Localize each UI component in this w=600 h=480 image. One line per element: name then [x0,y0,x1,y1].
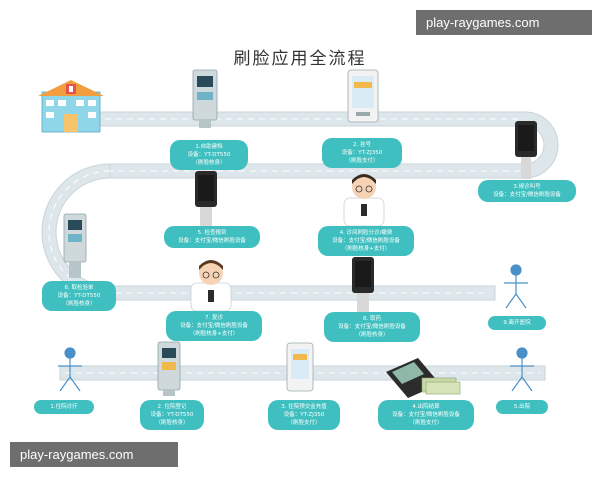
step-name: 6. 取检验单 [64,285,94,291]
step-device: 设备：支付宝/微信刷脸设备 [332,238,400,244]
inpatient-step-2-label: 2. 住院登记 设备：YT-DT550 （刷脸核身） [140,400,204,430]
watermark: play-raygames.com [416,10,592,35]
step-name: 2. 挂号 [353,142,371,148]
step-note: （刷脸核身） [62,301,96,307]
person-icon [510,347,534,392]
step-device: 设备：YT-ZJ350 [283,412,325,418]
step-note: （刷脸核身） [355,332,389,338]
step-name: 5. 检查报到 [197,230,227,236]
step-device: 设备：支付宝/微信刷脸设备 [178,238,246,244]
kiosk-icon [157,341,181,396]
kiosk-icon [63,213,87,278]
step-4-label: 4. 诊间刷脸分诊/缴费 设备：支付宝/微信刷脸设备 （刷脸核身+支付） [318,226,414,256]
step-device: 设备：支付宝/微信刷脸设备 [493,192,561,198]
step-name: 1.住院诊疗 [50,404,78,410]
step-device: 设备：YT-DT550 [57,293,101,299]
step-note: （刷脸核身+支付） [189,331,239,337]
inpatient-step-5-label: 5.出院 [496,400,548,414]
person-icon [504,264,528,309]
watermark: play-raygames.com [10,442,178,467]
face-pay-device-icon [352,257,374,313]
step-name: 3. 住院预交金充值 [281,404,327,410]
doctor-icon [190,260,232,312]
step-name: 2. 住院登记 [157,404,187,410]
step-7-label: 7. 复诊 设备：支付宝/微信刷脸设备 （刷脸核身+支付） [166,311,262,341]
face-pay-device-icon [515,121,537,179]
step-note: （刷脸支付） [409,420,443,426]
step-device: 设备：支付宝/微信刷脸设备 [180,323,248,329]
lane-marking [48,170,111,294]
step-device: 设备：YT-DT550 [150,412,194,418]
step-6-label: 6. 取检验单 设备：YT-DT550 （刷脸核身） [42,281,116,311]
step-8-label: 8. 取药 设备：支付宝/微信刷脸设备 （刷脸核身） [324,312,420,342]
step-note: （刷脸核身+支付） [341,246,391,252]
doctor-icon [343,174,385,227]
step-device: 设备：支付宝/微信刷脸设备 [392,412,460,418]
person-icon [58,347,82,392]
kiosk-icon [192,69,218,128]
step-device: 设备：YT-DT550 [187,152,231,158]
step-2-label: 2. 挂号 设备：YT-ZJ350 （刷脸支付） [322,138,402,168]
step-device: 设备：YT-ZJ350 [341,150,383,156]
step-5-label: 5. 检查报到 设备：支付宝/微信刷脸设备 [164,226,260,248]
page-title: 刷脸应用全流程 [233,49,367,69]
face-pay-device-icon [195,171,217,227]
step-3-label: 3.候诊叫号 设备：支付宝/微信刷脸设备 [478,180,576,202]
tablet-terminal-icon [347,69,379,123]
step-name: 3.候诊叫号 [513,184,541,190]
tablet-terminal-icon [286,342,314,392]
step-note: （刷脸核身） [155,420,189,426]
step-name: 8. 取药 [363,316,381,322]
step-9-label: 9.离开医院 [488,316,546,330]
calculator-icon [386,358,461,398]
step-note: （刷脸支付） [287,420,321,426]
step-name: 1.自助建档 [195,144,223,150]
step-name: 4.出院结算 [412,404,440,410]
inpatient-step-1-label: 1.住院诊疗 [34,400,94,414]
hospital-icon [38,80,104,133]
step-note: （刷脸核身） [192,160,226,166]
step-note: （刷脸支付） [345,158,379,164]
inpatient-step-4-label: 4.出院结算 设备：支付宝/微信刷脸设备 （刷脸支付） [378,400,474,430]
step-name: 4. 诊间刷脸分诊/缴费 [339,230,393,236]
step-1-label: 1.自助建档 设备：YT-DT550 （刷脸核身） [170,140,248,170]
step-name: 9.离开医院 [503,320,531,326]
step-name: 5.出院 [513,404,531,410]
step-device: 设备：支付宝/微信刷脸设备 [338,324,406,330]
step-name: 7. 复诊 [205,315,223,321]
inpatient-step-3-label: 3. 住院预交金充值 设备：YT-ZJ350 （刷脸支付） [268,400,340,430]
